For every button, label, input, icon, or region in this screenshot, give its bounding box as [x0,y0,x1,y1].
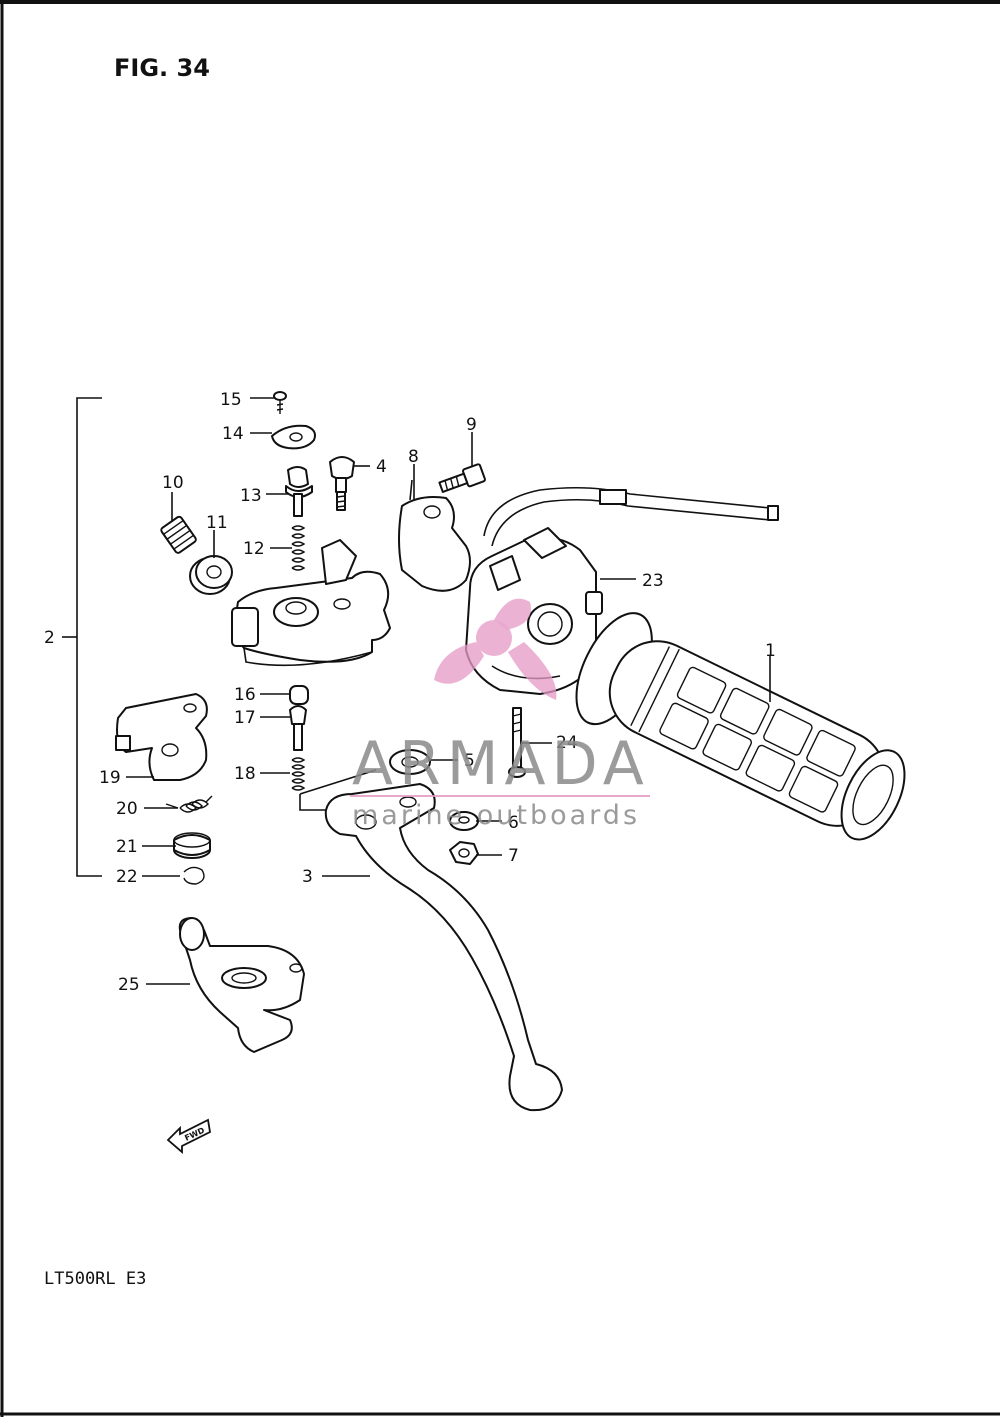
callout-14: 14 [222,424,244,444]
part-17-pin [289,705,307,751]
callout-12: 12 [243,539,265,559]
watermark-brand: ARMADA [352,729,650,799]
part-18-spring [291,757,306,791]
callout-numbers: 1 2 3 4 5 6 7 8 9 10 11 12 13 14 15 16 1… [44,390,776,995]
callout-20: 20 [116,799,138,819]
part-5-washer [389,749,431,775]
part-14-guide-plate [271,424,316,450]
part-8-clamp [398,479,471,592]
model-code: LT500RL E3 [44,1269,146,1289]
callout-24: 24 [556,733,578,753]
assembly-bracket [62,397,102,877]
callout-19: 19 [99,768,121,788]
callout-6: 6 [508,813,519,833]
part-16-cap [289,685,309,705]
part-22-circlip [183,866,205,885]
part-1-grip [575,612,906,841]
callout-16: 16 [234,685,256,705]
callout-22: 22 [116,867,138,887]
callout-11: 11 [206,513,228,533]
part-12-spring [291,525,306,571]
callout-10: 10 [162,473,184,493]
watermark-tagline: marine outboards [352,800,640,831]
callout-17: 17 [234,708,256,728]
callout-4: 4 [376,457,387,477]
part-25-lever-boot [178,917,305,1053]
callout-1: 1 [765,641,776,661]
callout-15: 15 [220,390,242,410]
part-9-bolt [438,463,486,493]
callout-2: 2 [44,628,55,648]
part-7-nut [449,841,479,865]
callout-8: 8 [408,447,419,467]
callout-5: 5 [464,751,475,771]
callout-13: 13 [240,486,262,506]
figure-title: FIG. 34 [114,54,210,82]
leader-lines [126,397,771,985]
part-clutch-cable [483,486,779,547]
callout-23: 23 [642,571,664,591]
part-10-cable-adjuster [160,515,197,554]
part-24-screw [508,707,526,778]
callout-7: 7 [508,846,519,866]
callout-18: 18 [234,764,256,784]
part-19-bracket [115,693,208,781]
propeller-logo-icon [434,598,557,700]
fwd-arrow-icon: FWD [166,1118,211,1154]
part-4-bolt [329,456,355,511]
callout-25: 25 [118,975,140,995]
callout-21: 21 [116,837,138,857]
part-13-pivot-bolt [285,466,313,517]
part-15-screw [273,391,287,414]
watermark: ARMADA marine outboards [350,598,650,831]
callout-9: 9 [466,415,477,435]
part-20-spring [165,795,213,813]
part-lever-holder [231,539,391,667]
part-11-lock-nut [189,555,233,595]
callout-3: 3 [302,867,313,887]
part-21-collar [173,832,211,859]
